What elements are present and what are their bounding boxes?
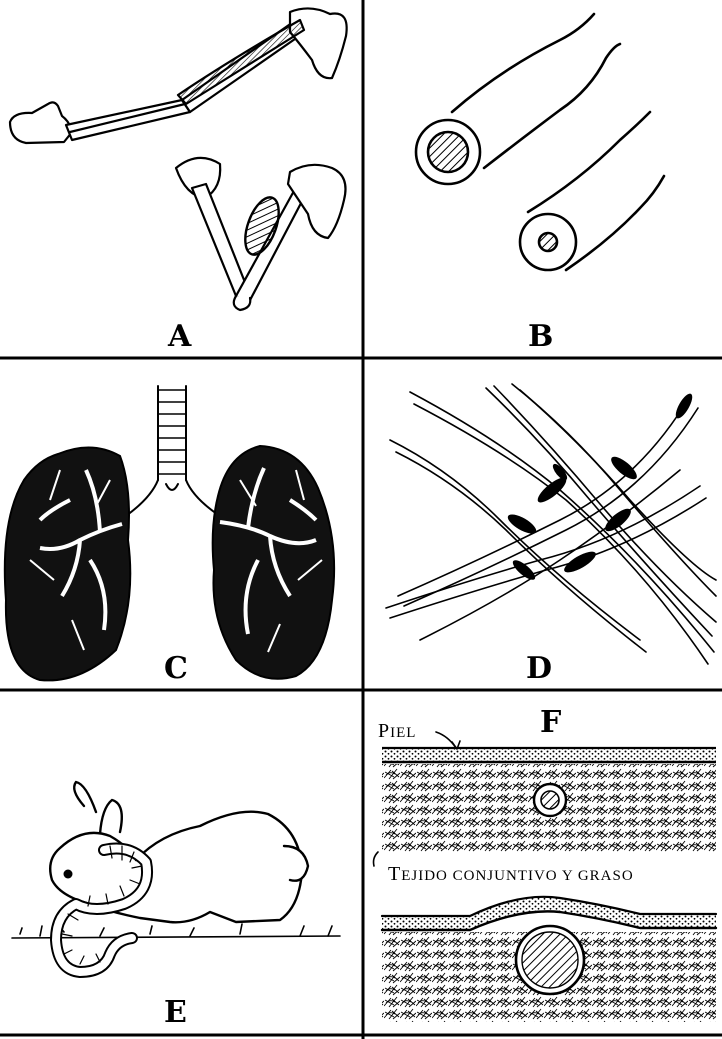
tissue-arrow: [374, 852, 379, 866]
tissue-section-lower: [382, 897, 716, 1022]
right-lung: [213, 446, 334, 679]
left-lung: [5, 447, 130, 680]
large-nerve-fiber: [416, 14, 620, 184]
panel-f-skin-tissue: F PIEL TEJIDO CONJUNTIVO Y GRASO: [374, 705, 717, 1022]
flexed-arm: [176, 158, 346, 310]
fiber-nuclei: [505, 391, 695, 582]
small-nerve-fiber: [520, 112, 664, 270]
panel-d-muscle-fibers: D: [386, 384, 716, 686]
panel-e-letter: E: [164, 995, 187, 1030]
label-piel: PIEL: [378, 720, 416, 742]
piel-arrow: [436, 732, 456, 748]
panel-a-letter: A: [167, 319, 192, 354]
trachea: [120, 386, 226, 520]
label-tejido: TEJIDO CONJUNTIVO Y GRASO: [388, 863, 634, 885]
panel-d-letter: D: [526, 651, 552, 686]
fiber-bundle: [386, 384, 716, 664]
panel-b-letter: B: [528, 319, 553, 354]
panel-e-rabbit: E: [12, 782, 340, 1030]
panel-a-arm-muscles: A: [10, 8, 347, 354]
panel-f-letter: F: [540, 705, 561, 740]
panel-c-lungs: C: [5, 386, 334, 686]
tissue-section-upper: [382, 748, 716, 852]
panel-c-letter: C: [164, 651, 188, 686]
panel-b-nerve-fibers: B: [416, 14, 664, 354]
extended-arm: [10, 8, 347, 143]
rabbit-eye: [64, 870, 73, 879]
